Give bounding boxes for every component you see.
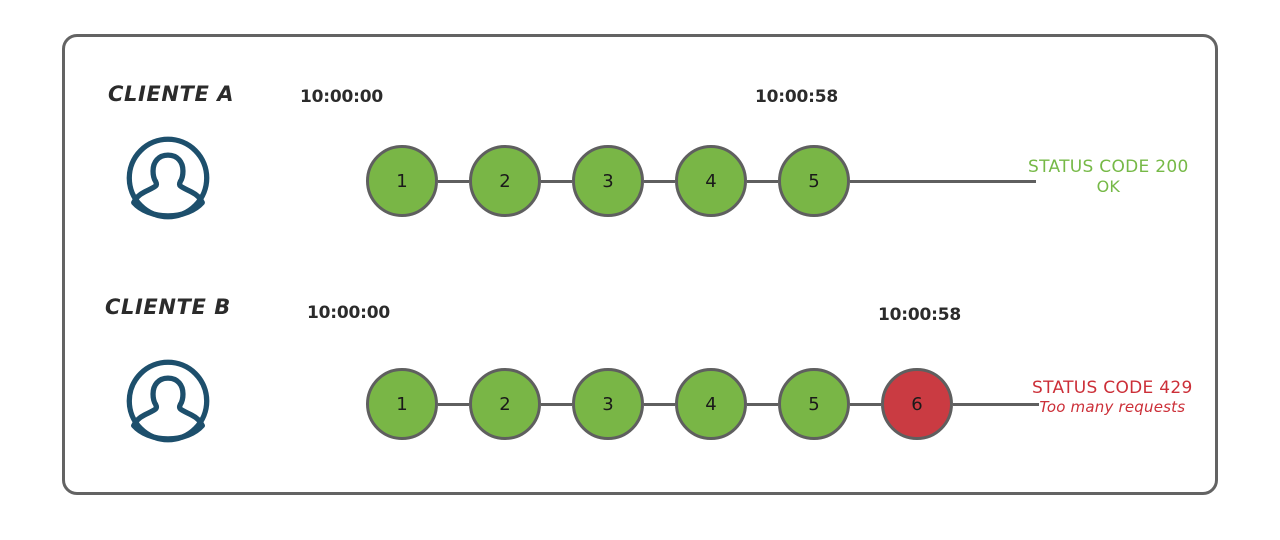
client-label-a: CLIENTE A (108, 82, 235, 106)
request-node[interactable]: 3 (572, 145, 644, 217)
request-node[interactable]: 5 (778, 145, 850, 217)
request-node-blocked[interactable]: 6 (881, 368, 953, 440)
chain-tail-connector (850, 179, 1036, 183)
person-avatar-icon (124, 357, 212, 445)
timestamp-end-a: 10:00:58 (755, 87, 838, 107)
request-node[interactable]: 2 (469, 145, 541, 217)
request-node[interactable]: 3 (572, 368, 644, 440)
request-node[interactable]: 1 (366, 368, 438, 440)
request-node[interactable]: 1 (366, 145, 438, 217)
status-badge-b: STATUS CODE 429 Too many requests (1032, 378, 1193, 416)
status-badge-a: STATUS CODE 200 OK (1028, 157, 1189, 196)
timestamp-start-b: 10:00:00 (307, 303, 390, 323)
client-label-b: CLIENTE B (105, 295, 231, 319)
status-code-line: STATUS CODE 200 (1028, 157, 1189, 177)
status-message-line: OK (1096, 177, 1121, 196)
chain-connector (438, 402, 469, 406)
chain-connector (850, 402, 881, 406)
diagram-card: 1 2 3 4 5 1 2 3 4 5 6 (62, 34, 1218, 495)
request-chain-b: 1 2 3 4 5 6 (366, 366, 1039, 442)
request-node[interactable]: 4 (675, 368, 747, 440)
chain-connector (541, 179, 572, 183)
chain-connector (644, 179, 675, 183)
chain-tail-connector (953, 402, 1039, 406)
status-message-line: Too many requests (1039, 398, 1186, 416)
chain-connector (747, 402, 778, 406)
timestamp-start-a: 10:00:00 (300, 87, 383, 107)
chain-connector (541, 402, 572, 406)
chain-connector (747, 179, 778, 183)
person-avatar-icon (124, 134, 212, 222)
request-node[interactable]: 4 (675, 145, 747, 217)
chain-connector (438, 179, 469, 183)
request-node[interactable]: 5 (778, 368, 850, 440)
status-code-line: STATUS CODE 429 (1032, 378, 1193, 398)
request-node[interactable]: 2 (469, 368, 541, 440)
chain-connector (644, 402, 675, 406)
timestamp-end-b: 10:00:58 (878, 305, 961, 325)
request-chain-a: 1 2 3 4 5 (366, 143, 1036, 219)
